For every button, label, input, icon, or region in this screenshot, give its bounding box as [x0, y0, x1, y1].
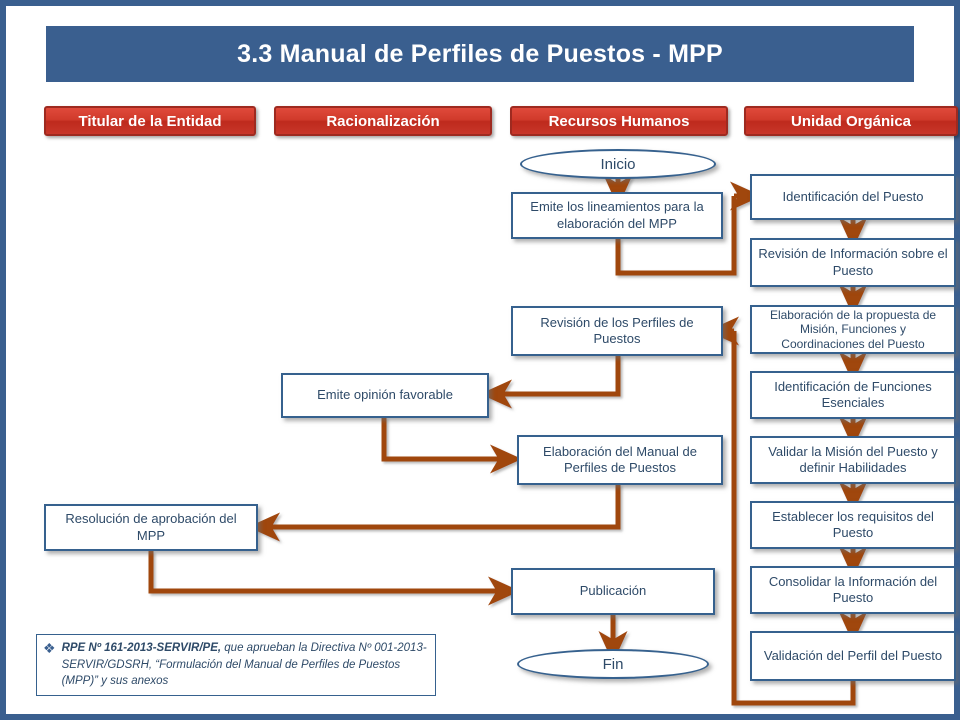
terminator-fin[interactable]: Fin	[517, 649, 709, 679]
column-header-label: Racionalización	[326, 112, 440, 130]
process-label: Elaboración del Manual de Perfiles de Pu…	[543, 443, 697, 475]
process-validacion-perfil[interactable]: Validación del Perfil del Puesto	[750, 631, 956, 681]
process-emite-opinion-favorable[interactable]: Emite opinión favorable	[281, 373, 489, 418]
process-resolucion-aprobacion[interactable]: Resolución de aprobación del MPP	[44, 504, 258, 551]
process-establecer-requisitos[interactable]: Establecer los requisitos del Puesto	[750, 501, 956, 549]
process-elaboracion-manual[interactable]: Elaboración del Manual de Perfiles de Pu…	[517, 435, 723, 485]
process-label: Establecer los requisitos del Puesto	[772, 508, 934, 540]
terminator-label: Fin	[602, 655, 624, 673]
process-identificacion-puesto[interactable]: Identificación del Puesto	[750, 174, 956, 220]
process-consolidar-informacion[interactable]: Consolidar la Información del Puesto	[750, 566, 956, 614]
column-header-racionalizacion[interactable]: Racionalización	[274, 106, 492, 136]
column-header-unidad-organica[interactable]: Unidad Orgánica	[744, 106, 958, 136]
process-label: Elaboración de la propuesta de Misión, F…	[769, 308, 937, 351]
legal-note-bold: RPE Nº 161-2013-SERVIR/PE,	[61, 641, 222, 654]
column-header-label: Unidad Orgánica	[790, 112, 912, 130]
process-publicacion[interactable]: Publicación	[511, 568, 715, 615]
page-title: 3.3 Manual de Perfiles de Puestos - MPP	[237, 39, 723, 68]
column-header-recursos-humanos[interactable]: Recursos Humanos	[510, 106, 728, 136]
process-label: Validación del Perfil del Puesto	[763, 647, 943, 663]
process-label: Validar la Misión del Puesto y definir H…	[768, 443, 938, 475]
process-emite-lineamientos[interactable]: Emite los lineamientos para la elaboraci…	[511, 192, 723, 239]
process-label: Emite opinión favorable	[317, 387, 453, 403]
terminator-inicio[interactable]: Inicio	[520, 149, 716, 179]
terminator-label: Inicio	[600, 155, 636, 173]
column-header-label: Titular de la Entidad	[78, 112, 222, 130]
process-elaboracion-propuesta[interactable]: Elaboración de la propuesta de Misión, F…	[750, 305, 956, 354]
process-label: Emite los lineamientos para la elaboraci…	[530, 199, 704, 231]
process-label: Publicación	[579, 583, 647, 599]
legal-note-box: ❖ RPE Nº 161-2013-SERVIR/PE, que aprueba…	[36, 634, 436, 696]
process-identificacion-funciones[interactable]: Identificación de Funciones Esenciales	[750, 371, 956, 419]
process-revision-informacion[interactable]: Revisión de Información sobre el Puesto	[750, 238, 956, 287]
process-validar-mision[interactable]: Validar la Misión del Puesto y definir H…	[750, 436, 956, 484]
page-title-banner: 3.3 Manual de Perfiles de Puestos - MPP	[46, 26, 914, 82]
column-header-label: Recursos Humanos	[548, 112, 690, 130]
process-revision-perfiles[interactable]: Revisión de los Perfiles de Puestos	[511, 306, 723, 356]
process-label: Resolución de aprobación del MPP	[65, 511, 237, 543]
process-label: Identificación de Funciones Esenciales	[774, 378, 932, 410]
legal-note-text: RPE Nº 161-2013-SERVIR/PE, que aprueban …	[62, 640, 427, 690]
process-label: Revisión de Información sobre el Puesto	[758, 246, 948, 278]
legal-note-rest: que aprueban la Directiva Nº 001-2013- S…	[61, 641, 427, 688]
process-label: Revisión de los Perfiles de Puestos	[540, 314, 694, 346]
diamond-bullet-icon: ❖	[43, 640, 56, 656]
process-label: Consolidar la Información del Puesto	[768, 573, 938, 605]
process-label: Identificación del Puesto	[782, 188, 924, 204]
column-header-titular-de-la-entidad[interactable]: Titular de la Entidad	[44, 106, 256, 136]
